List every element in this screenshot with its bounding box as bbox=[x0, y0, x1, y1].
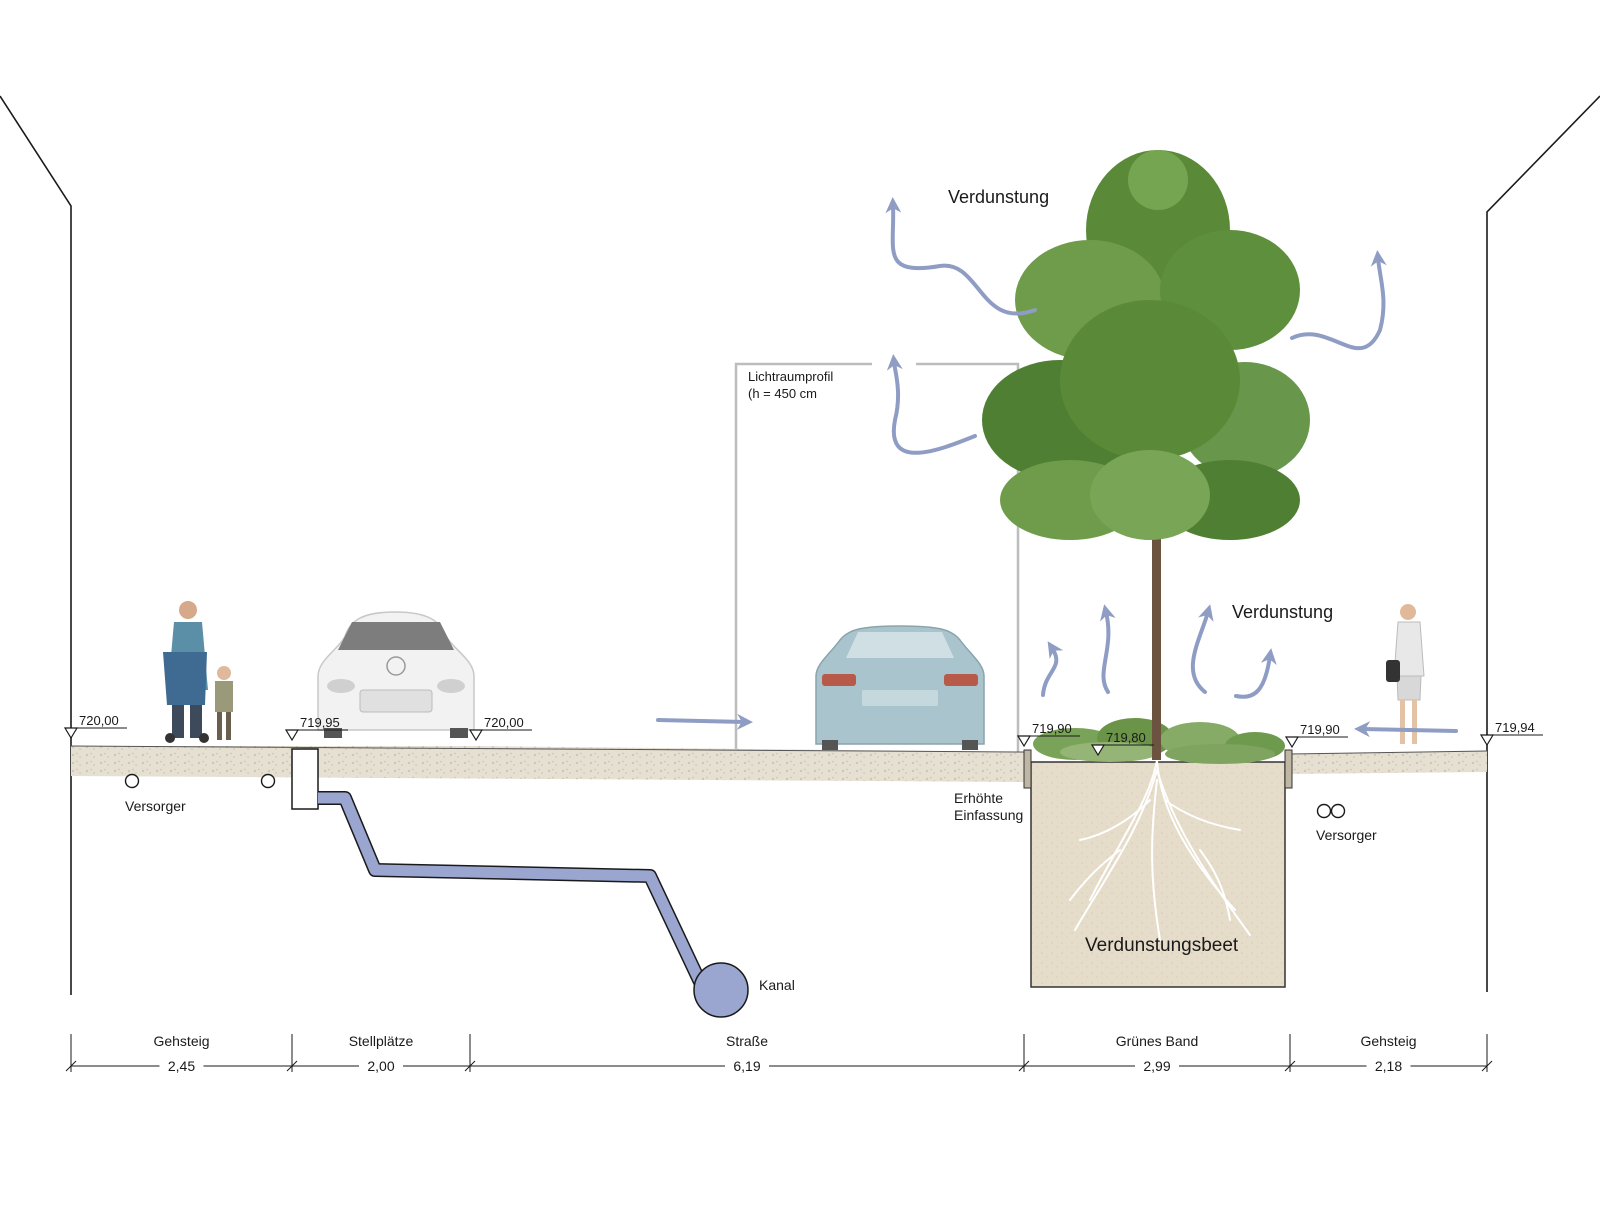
dimension-value-bg bbox=[359, 1057, 403, 1075]
sewer-canal bbox=[693, 962, 749, 1018]
ground-surface-band-right bbox=[1290, 751, 1487, 774]
tree-roots bbox=[1069, 759, 1251, 941]
dimension-segment-name: Straße bbox=[726, 1033, 768, 1049]
elevation-value: 719,95 bbox=[300, 715, 340, 730]
dimension-segment-name: Gehsteig bbox=[1360, 1033, 1416, 1049]
elevation-marker: 719,80 bbox=[1090, 730, 1154, 757]
raised-edging-left bbox=[1023, 749, 1032, 789]
dimension-segment-width: 2,00 bbox=[367, 1058, 394, 1074]
pedestrian-with-stroller bbox=[163, 601, 233, 743]
dimension-chain: Gehsteig 2,45 Stellplätze 2,00 Straße 6,19 Grü… bbox=[65, 1033, 1493, 1075]
evaporation-bed-label: Verdunstungsbeet bbox=[1085, 935, 1239, 956]
pedestrian-right bbox=[1386, 604, 1425, 744]
raised-edging-right bbox=[1284, 749, 1293, 789]
dimension-slash bbox=[464, 1060, 476, 1072]
dimension-slash bbox=[1481, 1060, 1493, 1072]
raised-edging-label: Erhöhte bbox=[954, 790, 1003, 806]
dimension-value-bg bbox=[1366, 1057, 1411, 1075]
utility-right-b bbox=[1330, 803, 1346, 819]
elevation-markers: 720,00 719,95 720,00 719,90 719,80 719,90 719,… bbox=[63, 713, 1543, 757]
tree-trunk bbox=[1152, 440, 1161, 760]
evaporation-label-top: Verdunstung bbox=[948, 187, 1049, 207]
dimension-segment-width: 2,99 bbox=[1143, 1058, 1170, 1074]
evaporation-arrows bbox=[656, 197, 1458, 738]
evaporation-label-right: Verdunstung bbox=[1232, 602, 1333, 622]
utility-left-label: Versorger bbox=[125, 798, 186, 814]
ground-line bbox=[70, 745, 1025, 753]
dimension-segment-width: 2,18 bbox=[1375, 1058, 1402, 1074]
elevation-value: 720,00 bbox=[484, 715, 524, 730]
elevation-marker: 720,00 bbox=[468, 715, 532, 742]
dimension-segment-name: Stellplätze bbox=[349, 1033, 414, 1049]
dimension-segment-width: 6,19 bbox=[733, 1058, 760, 1074]
elevation-marker: 719,90 bbox=[1284, 722, 1348, 749]
dimension-segment-width: 2,45 bbox=[168, 1058, 195, 1074]
tree bbox=[982, 150, 1310, 760]
dimension-slash bbox=[1018, 1060, 1030, 1072]
wind-arrow-left bbox=[656, 713, 753, 730]
utility-left-b bbox=[260, 773, 276, 789]
ground-line-right bbox=[1289, 750, 1488, 755]
utility-right-label: Versorger bbox=[1316, 827, 1377, 843]
clearance-profile-frame bbox=[734, 362, 872, 752]
wind-arrow-right bbox=[1354, 721, 1458, 738]
drain-pipe-fill bbox=[318, 792, 705, 985]
clearance-profile-height: (h = 450 cm bbox=[748, 386, 817, 401]
clearance-profile-frame-right bbox=[916, 362, 1020, 752]
building-right-outline bbox=[1486, 95, 1600, 992]
dimension-slash bbox=[1284, 1060, 1296, 1072]
clearance-profile-label: Lichtraumprofil bbox=[748, 369, 833, 384]
utility-right-a bbox=[1316, 803, 1332, 819]
elevation-marker: 720,00 bbox=[63, 713, 127, 740]
elevation-value: 719,90 bbox=[1032, 721, 1072, 736]
dimension-slash bbox=[286, 1060, 298, 1072]
building-left-outline bbox=[0, 95, 72, 995]
raised-edging-label-2: Einfassung bbox=[954, 807, 1023, 823]
dimension-slash bbox=[65, 1060, 77, 1072]
elevation-value: 720,00 bbox=[79, 713, 119, 728]
parked-car-front bbox=[317, 611, 475, 738]
dimension-value-bg bbox=[725, 1057, 769, 1075]
elevation-marker: 719,95 bbox=[284, 715, 348, 742]
elevation-marker: 719,90 bbox=[1016, 721, 1080, 748]
elevation-value: 719,90 bbox=[1300, 722, 1340, 737]
gully-shaft bbox=[291, 748, 319, 810]
utility-left-a bbox=[124, 773, 140, 789]
sewer-label: Kanal bbox=[759, 977, 795, 993]
moving-car-rear bbox=[815, 625, 985, 750]
evaporation-bed bbox=[1030, 761, 1286, 988]
dimension-value-bg bbox=[159, 1057, 204, 1075]
dimension-value-bg bbox=[1135, 1057, 1179, 1075]
dimension-segment-name: Grünes Band bbox=[1116, 1033, 1199, 1049]
drain-pipe bbox=[318, 791, 707, 985]
elevation-marker: 719,94 bbox=[1479, 720, 1543, 747]
elevation-value: 719,94 bbox=[1495, 720, 1535, 735]
elevation-value: 719,80 bbox=[1106, 730, 1146, 745]
dimension-segment-name: Gehsteig bbox=[153, 1033, 209, 1049]
